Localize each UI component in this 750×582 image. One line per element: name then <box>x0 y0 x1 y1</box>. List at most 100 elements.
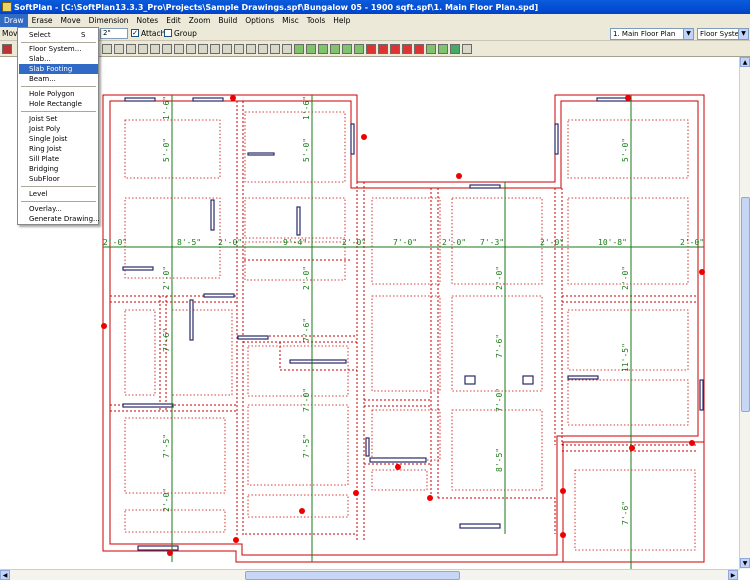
menu-build[interactable]: Build <box>218 16 238 25</box>
joist-icon[interactable] <box>342 44 352 54</box>
tool-icon[interactable] <box>282 44 292 54</box>
tool-icon-toolbar <box>0 41 750 57</box>
attach-checkbox[interactable]: ✓ <box>131 29 139 37</box>
chevron-down-icon: ▼ <box>683 29 693 39</box>
dim-label: 2'-0" <box>302 266 311 290</box>
options-toolbar: Mov 2" ✓ Attach Group 1. Main Floor Plan… <box>0 27 750 41</box>
tool-icon[interactable] <box>246 44 256 54</box>
tool-icon[interactable] <box>198 44 208 54</box>
dim-label: 2'-0" <box>540 238 564 247</box>
scroll-up-icon[interactable]: ▲ <box>740 57 750 67</box>
menu-item-joist-poly[interactable]: Joist Poly <box>29 125 61 133</box>
menu-help[interactable]: Help <box>333 16 351 25</box>
dim-label: 7'-6" <box>162 328 171 352</box>
menu-item-single-joist[interactable]: Single Joist <box>29 135 68 143</box>
menu-item-level[interactable]: Level <box>29 190 48 198</box>
attach-label: Attach <box>141 29 166 38</box>
menu-item-bridging[interactable]: Bridging <box>29 165 59 173</box>
beam-icon[interactable] <box>402 44 412 54</box>
menu-erase[interactable]: Erase <box>31 16 53 25</box>
tool-icon[interactable] <box>186 44 196 54</box>
menu-notes[interactable]: Notes <box>136 16 159 25</box>
layer-icon[interactable] <box>450 44 460 54</box>
horizontal-scrollbar[interactable]: ◀ ▶ <box>0 569 739 580</box>
mode-label: Mov <box>2 29 18 38</box>
dim-label: 7'-0" <box>495 388 504 412</box>
tool-icon[interactable] <box>270 44 280 54</box>
beam-icon[interactable] <box>390 44 400 54</box>
scroll-left-icon[interactable]: ◀ <box>0 570 10 580</box>
menu-bar: Draw Erase Move Dimension Notes Edit Zoo… <box>0 14 750 27</box>
dim-label: 7'-6" <box>621 501 630 525</box>
menu-item-hole-rectangle[interactable]: Hole Rectangle <box>29 100 82 108</box>
dim-label: 2'-0" <box>162 266 171 290</box>
joist-icon[interactable] <box>306 44 316 54</box>
tool-icon[interactable] <box>138 44 148 54</box>
dim-label: 10'-8" <box>598 238 627 247</box>
tool-icon[interactable] <box>174 44 184 54</box>
group-checkbox[interactable] <box>164 29 172 37</box>
joist-icon[interactable] <box>426 44 436 54</box>
tool-icon[interactable] <box>234 44 244 54</box>
menu-item-overlay[interactable]: Overlay... <box>29 205 62 213</box>
value-field[interactable]: 2" <box>100 28 128 39</box>
menu-item-subfloor[interactable]: SubFloor <box>29 175 60 183</box>
menu-misc[interactable]: Misc <box>282 16 299 25</box>
joist-icon[interactable] <box>294 44 304 54</box>
menu-item-hole-polygon[interactable]: Hole Polygon <box>29 90 75 98</box>
tool-icon[interactable] <box>462 44 472 54</box>
menu-item-select[interactable]: Select S <box>19 30 98 40</box>
dim-label: 2'-0" <box>495 266 504 290</box>
system-select[interactable]: Floor System ▼ <box>697 28 749 40</box>
system-select-value: Floor System <box>700 30 746 38</box>
vertical-scrollbar[interactable]: ▲ ▼ <box>739 57 750 569</box>
tool-icon[interactable] <box>114 44 124 54</box>
menu-item-beam[interactable]: Beam... <box>29 75 56 83</box>
menu-separator <box>21 111 96 112</box>
horizontal-scroll-thumb[interactable] <box>245 571 460 580</box>
vertical-scroll-thumb[interactable] <box>741 197 750 412</box>
dim-label: 2'-0" <box>103 238 127 247</box>
menu-separator <box>21 42 96 43</box>
tool-icon[interactable] <box>150 44 160 54</box>
menu-zoom[interactable]: Zoom <box>188 16 211 25</box>
menu-item-slab[interactable]: Slab... <box>29 55 51 63</box>
menu-item-ring-joist[interactable]: Ring Joist <box>29 145 62 153</box>
tool-icon[interactable] <box>126 44 136 54</box>
menu-item-joist-set[interactable]: Joist Set <box>29 115 58 123</box>
menu-options[interactable]: Options <box>245 16 275 25</box>
scroll-right-icon[interactable]: ▶ <box>728 570 738 580</box>
dim-label: 8'-5" <box>177 238 201 247</box>
beam-icon[interactable] <box>414 44 424 54</box>
joist-icon[interactable] <box>330 44 340 54</box>
joist-icon[interactable] <box>354 44 364 54</box>
tool-icon[interactable] <box>162 44 172 54</box>
menu-separator <box>21 201 96 202</box>
menu-item-generate-drawing[interactable]: Generate Drawing... <box>29 215 100 223</box>
dim-label: 7'-3" <box>480 238 504 247</box>
dim-label: 5'-0" <box>621 138 630 162</box>
menu-item-sill-plate[interactable]: Sill Plate <box>29 155 60 163</box>
drawing-canvas[interactable]: 2'-0" 8'-5" 2'-0" 9'-4" 2'-0" 7'-0" 2'-0… <box>0 57 739 569</box>
dim-label: 2'-0" <box>442 238 466 247</box>
joist-icon[interactable] <box>438 44 448 54</box>
tool-icon[interactable] <box>210 44 220 54</box>
tool-icon[interactable] <box>222 44 232 54</box>
floor-plan-drawing[interactable]: 2'-0" 8'-5" 2'-0" 9'-4" 2'-0" 7'-0" 2'-0… <box>0 57 739 569</box>
beam-icon[interactable] <box>366 44 376 54</box>
beam-icon[interactable] <box>378 44 388 54</box>
dimension-lines <box>103 95 704 569</box>
save-icon[interactable] <box>2 44 12 54</box>
menu-draw[interactable]: Draw <box>0 14 28 27</box>
menu-item-floor-system[interactable]: Floor System... <box>29 45 82 53</box>
tool-icon[interactable] <box>258 44 268 54</box>
menu-item-slab-footing[interactable]: Slab Footing <box>19 64 98 74</box>
view-select[interactable]: 1. Main Floor Plan ▼ <box>610 28 694 40</box>
menu-move[interactable]: Move <box>60 16 81 25</box>
scroll-down-icon[interactable]: ▼ <box>740 558 750 568</box>
tool-icon[interactable] <box>102 44 112 54</box>
joist-icon[interactable] <box>318 44 328 54</box>
menu-edit[interactable]: Edit <box>166 16 181 25</box>
menu-tools[interactable]: Tools <box>306 16 326 25</box>
menu-dimension[interactable]: Dimension <box>88 16 129 25</box>
